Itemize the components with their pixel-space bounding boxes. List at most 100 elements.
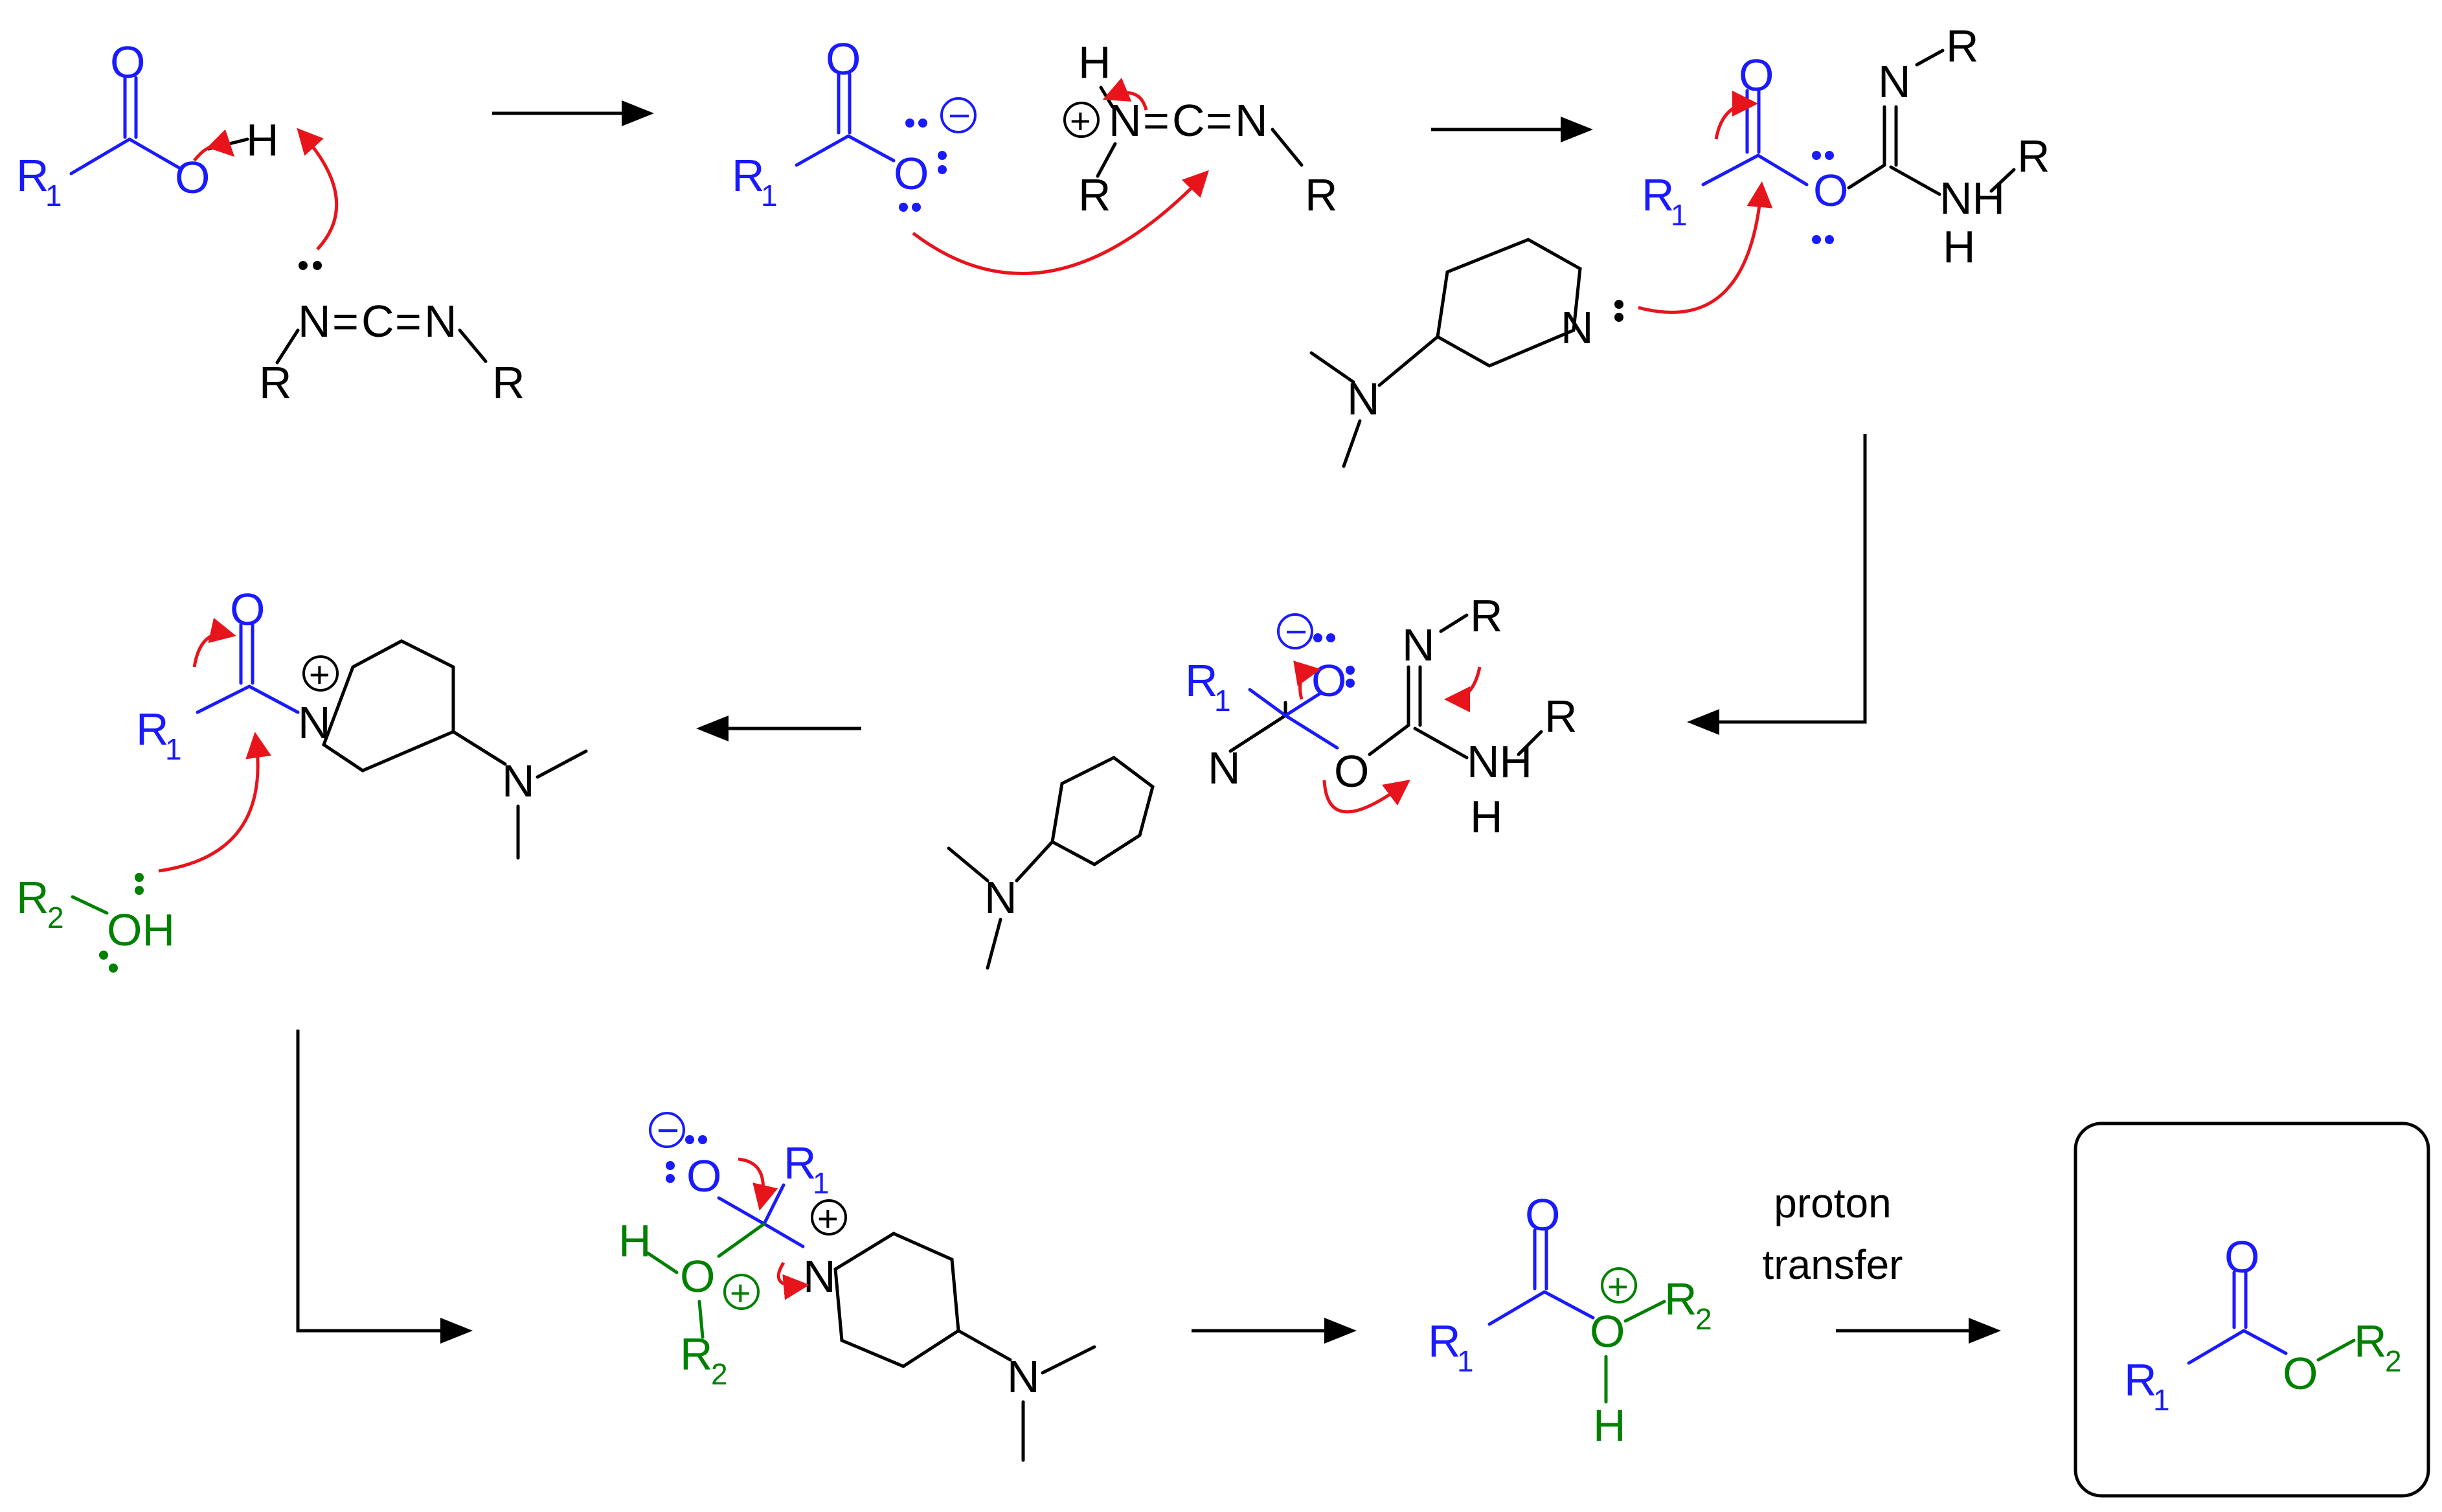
svg-text:N: N bbox=[1878, 56, 1911, 107]
acid-r1-sub: 1 bbox=[45, 179, 62, 212]
svg-text:2: 2 bbox=[47, 901, 64, 934]
svg-text:−: − bbox=[657, 1109, 679, 1152]
o-acylisourea: O O R 1 N R NH R H bbox=[1642, 21, 2050, 272]
svg-text:N: N bbox=[1402, 620, 1435, 670]
transfer-label: transfer bbox=[1763, 1241, 1903, 1288]
svg-text:NH: NH bbox=[1939, 173, 2005, 223]
svg-text:H: H bbox=[618, 1215, 651, 1266]
svg-text:O: O bbox=[1334, 746, 1369, 796]
svg-text:O: O bbox=[1525, 1190, 1560, 1240]
svg-text:=: = bbox=[1206, 95, 1232, 146]
svg-text:R: R bbox=[784, 1138, 817, 1188]
svg-text:N: N bbox=[1109, 95, 1142, 146]
svg-text:H: H bbox=[1943, 221, 1976, 272]
svg-text:N: N bbox=[984, 872, 1017, 923]
svg-text:O: O bbox=[1311, 655, 1346, 706]
dcc-c: C bbox=[361, 296, 394, 346]
carboxylate: O O R 1 − bbox=[732, 34, 1209, 275]
ester-product: O R 1 O R 2 bbox=[2124, 1232, 2402, 1417]
svg-text:N: N bbox=[803, 1251, 836, 1302]
svg-text:N: N bbox=[502, 756, 535, 806]
svg-text:O: O bbox=[894, 148, 929, 199]
tetrahedral-intermediate-2: − O R 1 O H R 2 + N + N bbox=[618, 1109, 1096, 1462]
svg-text:R: R bbox=[1185, 655, 1218, 706]
svg-text:1: 1 bbox=[165, 732, 182, 766]
reaction-arrow-5 bbox=[296, 1030, 473, 1344]
svg-text:O: O bbox=[1813, 165, 1848, 216]
svg-text:H: H bbox=[1078, 37, 1111, 87]
svg-text:N: N bbox=[1007, 1351, 1040, 1402]
acid-hydroxyl-o: O bbox=[175, 152, 210, 203]
svg-text:R: R bbox=[1664, 1274, 1697, 1324]
acid-carbonyl-o: O bbox=[110, 37, 145, 87]
svg-text:+: + bbox=[1070, 100, 1091, 141]
svg-text:R: R bbox=[1078, 170, 1111, 220]
svg-text:=: = bbox=[332, 296, 359, 346]
svg-text:R: R bbox=[1946, 21, 1979, 71]
electron-arrow-oh bbox=[193, 129, 235, 162]
carboxylate-charge: − bbox=[948, 94, 971, 137]
acid-r1: R bbox=[16, 150, 49, 201]
svg-text:1: 1 bbox=[761, 179, 778, 212]
svg-text:H: H bbox=[1470, 791, 1503, 842]
svg-text:1: 1 bbox=[2153, 1383, 2170, 1417]
svg-text:R: R bbox=[16, 872, 49, 923]
svg-text:O: O bbox=[1739, 50, 1774, 100]
dmap-1: N N bbox=[1309, 181, 1773, 468]
svg-text:+: + bbox=[1607, 1266, 1629, 1307]
svg-text:1: 1 bbox=[1457, 1344, 1474, 1378]
reaction-arrow-3 bbox=[1687, 434, 1867, 735]
acid-proton-h: H bbox=[246, 115, 279, 165]
svg-text:R: R bbox=[732, 150, 765, 201]
svg-text:O: O bbox=[680, 1251, 715, 1302]
carboxylic-acid: O O H R 1 bbox=[16, 37, 279, 212]
svg-text:O: O bbox=[230, 584, 265, 635]
svg-text:+: + bbox=[730, 1272, 751, 1313]
svg-text:−: − bbox=[1285, 610, 1307, 653]
svg-text:R: R bbox=[1544, 691, 1577, 741]
svg-text:2: 2 bbox=[1695, 1302, 1712, 1336]
proton-label: proton bbox=[1774, 1180, 1891, 1226]
tetrahedral-intermediate-1: N R 1 O − O N R NH R H N bbox=[947, 591, 1577, 970]
svg-text:R: R bbox=[2017, 131, 2050, 181]
svg-text:1: 1 bbox=[1214, 684, 1231, 717]
svg-text:+: + bbox=[309, 654, 330, 695]
svg-text:1: 1 bbox=[813, 1166, 830, 1200]
protonated-ester: O R 1 O + R 2 H bbox=[1428, 1190, 1712, 1450]
dcc-r-right: R bbox=[492, 357, 525, 408]
dcc-n-right: N bbox=[424, 296, 457, 346]
svg-text:2: 2 bbox=[2385, 1344, 2402, 1378]
carbodiimide-1: N = C = N R R bbox=[259, 128, 525, 408]
svg-text:O: O bbox=[826, 34, 861, 84]
svg-text:2: 2 bbox=[711, 1357, 728, 1391]
svg-text:C: C bbox=[1172, 95, 1205, 146]
electron-arrow-n-to-h bbox=[297, 128, 339, 251]
svg-text:R: R bbox=[2124, 1355, 2157, 1405]
svg-text:O: O bbox=[2283, 1348, 2318, 1399]
electron-arrow-alcohol-attack bbox=[158, 732, 271, 873]
svg-text:H: H bbox=[1593, 1400, 1626, 1450]
electron-arrow-dmap-attack bbox=[1638, 181, 1773, 314]
alcohol-1: R 2 OH bbox=[16, 732, 271, 973]
protonated-carbodiimide: H + N = C = N R R bbox=[1063, 37, 1338, 220]
svg-text:R: R bbox=[136, 704, 169, 754]
acylpyridinium: O R 1 N + N bbox=[136, 584, 588, 860]
product-box bbox=[2074, 1122, 2430, 1498]
svg-text:N: N bbox=[1235, 95, 1268, 146]
svg-text:NH: NH bbox=[1467, 736, 1532, 787]
svg-text:1: 1 bbox=[1671, 198, 1688, 232]
alcohol-oh: OH bbox=[107, 905, 175, 955]
dcc-n-left: N bbox=[298, 296, 331, 346]
electron-arrow-o-to-c bbox=[912, 170, 1209, 275]
svg-text:=: = bbox=[395, 296, 422, 346]
svg-text:R: R bbox=[2354, 1316, 2387, 1366]
dcc-r-left: R bbox=[259, 357, 292, 408]
svg-text:+: + bbox=[817, 1198, 839, 1239]
svg-text:R: R bbox=[1305, 170, 1338, 220]
svg-text:N: N bbox=[1561, 302, 1594, 353]
svg-text:R: R bbox=[1470, 591, 1503, 641]
svg-text:O: O bbox=[686, 1151, 721, 1201]
svg-text:=: = bbox=[1143, 95, 1170, 146]
svg-text:R: R bbox=[1642, 170, 1675, 220]
